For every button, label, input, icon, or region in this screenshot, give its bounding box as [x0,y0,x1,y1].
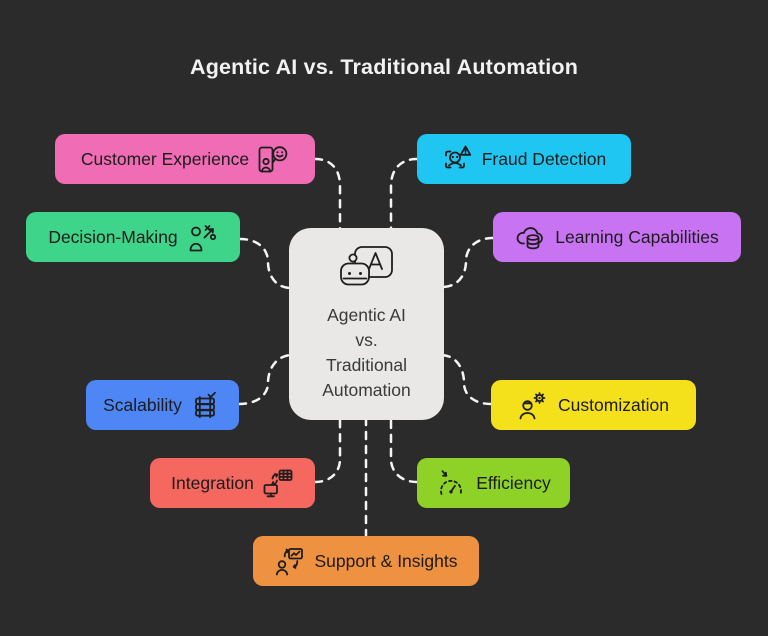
node-label: Fraud Detection [481,148,607,169]
center-node: Agentic AI vs. Traditional Automation [289,228,444,420]
monitor-sync-grid-icon [263,469,294,498]
cloud-database-icon [515,223,546,252]
node-scalability: Scalability [86,380,239,430]
node-label: Customization [558,394,669,415]
node-fraud-detection: Fraud Detection [417,134,631,184]
page-title: Agentic AI vs. Traditional Automation [189,55,579,79]
gauge-arrow-icon [436,469,467,498]
connector-scalability [237,353,293,406]
customer-smiley-kiosk-icon [258,145,289,174]
node-label: Customer Experience [80,148,250,169]
connector-integration [313,416,342,484]
node-label: Scalability [103,394,182,415]
node-learning-capabilities: Learning Capabilities [493,212,741,262]
connector-efficiency [389,416,419,484]
node-efficiency: Efficiency [417,458,570,508]
node-label: Support & Insights [314,550,458,571]
dashed-connectors [237,157,495,539]
node-support-insights: Support & Insights [253,536,479,586]
node-label: Efficiency [476,472,551,493]
node-label: Integration [171,472,254,493]
node-label: Decision-Making [48,226,178,247]
node-decision-making: Decision-Making [26,212,240,262]
face-scan-alert-icon [442,145,473,174]
connector-learning-capabilities [440,236,495,289]
robot-chat-icon [339,246,393,286]
connector-customer-experience [313,157,342,232]
connector-fraud-detection [389,157,419,232]
node-integration: Integration [150,458,315,508]
person-chart-sync-icon [275,547,306,576]
connector-customization [440,353,493,406]
center-node-label: Agentic AI vs. Traditional Automation [322,305,411,400]
node-label: Learning Capabilities [555,226,719,247]
node-customer-experience: Customer Experience [55,134,315,184]
person-gear-icon [518,391,549,420]
node-customization: Customization [491,380,696,430]
person-strategy-icon [187,223,218,252]
server-check-icon [191,391,222,420]
connector-decision-making [238,237,293,290]
